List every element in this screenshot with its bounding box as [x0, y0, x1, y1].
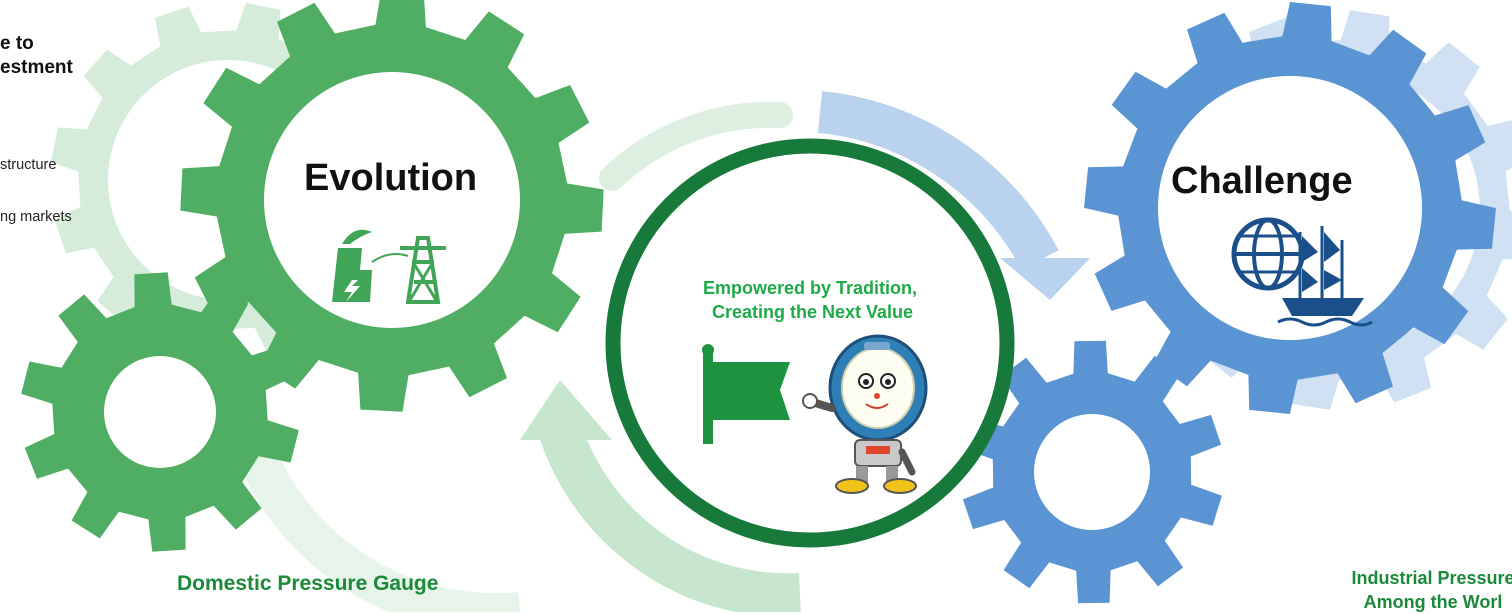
left-panel-item: ng markets	[0, 209, 72, 225]
flow-arc-green-bottom	[539, 422, 801, 612]
flow-arc-green-top	[599, 101, 793, 191]
left-panel-item: structure	[0, 157, 57, 173]
gauge-mascot-icon	[802, 334, 928, 494]
challenge-title: Challenge	[1171, 160, 1353, 202]
center-tagline: Empowered by Tradition, Creating the Nex…	[702, 278, 918, 322]
small-gear-blue	[962, 340, 1222, 604]
industrial-pressure-label: Industrial Pressure Among the Worl	[1351, 568, 1512, 612]
domestic-pressure-gauge-label: Domestic Pressure Gauge	[177, 572, 439, 595]
flow-arc-blue-top	[817, 91, 1059, 271]
flow-arrowhead-green	[520, 380, 612, 440]
globe-ship-icon	[1231, 217, 1373, 327]
flow-arrowhead-blue	[1000, 258, 1090, 300]
left-panel-heading: e to estment	[0, 33, 73, 78]
power-plant-icon	[332, 229, 446, 304]
evolution-gear	[180, 0, 604, 412]
small-gear-green	[21, 272, 299, 552]
center-ring	[605, 138, 1015, 548]
evolution-title: Evolution	[304, 157, 478, 199]
flag-icon	[702, 344, 790, 444]
challenge-gear	[1084, 2, 1496, 414]
